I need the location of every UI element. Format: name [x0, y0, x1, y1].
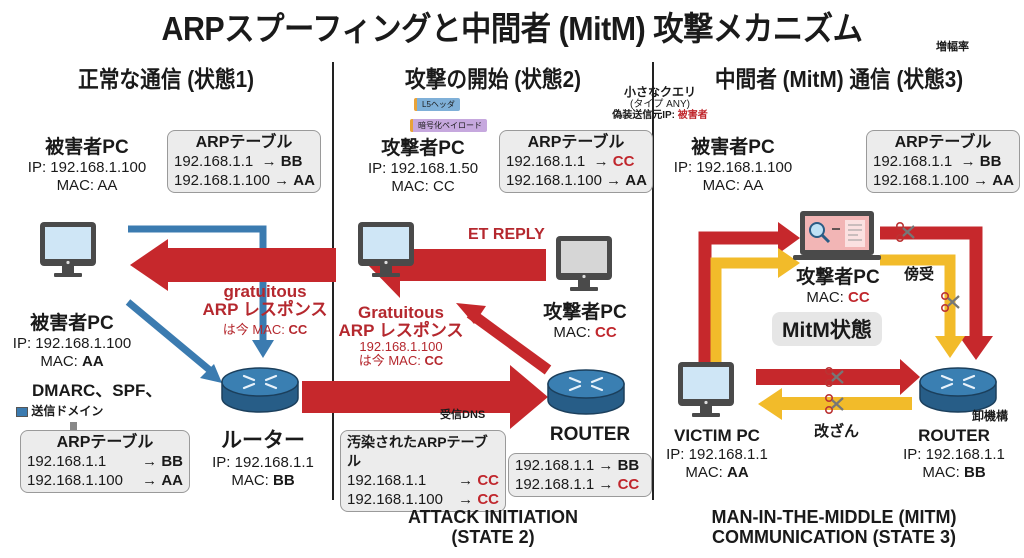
s1-arrow-label: gratuitous ARP レスポンス は今 MAC: CC — [202, 282, 328, 338]
arp-row: 192.168.1.100 → AA — [174, 172, 315, 189]
node-ip: IP: 192.168.1.100 — [27, 159, 147, 176]
s3-victim-info: VICTIM PC IP: 192.168.1.1 MAC: AA — [666, 426, 768, 481]
s3-victim-monitor-icon — [678, 362, 734, 417]
l5-header-tag: L5ヘッダ — [414, 98, 460, 111]
s2-router-title: ROUTER — [549, 424, 631, 445]
s2-arrow-label: Gratuitous ARP レスポンス 192.168.1.100 は今 MA… — [338, 303, 464, 368]
corner-label: 増幅率 — [936, 41, 969, 53]
s2-poisoned-arp-table: 汚染されたARPテーブル 192.168.1.1→ CC 192.168.1.1… — [340, 430, 506, 512]
node-mac: MAC: AA — [56, 177, 118, 194]
s2-attacker-monitor-icon — [556, 236, 612, 291]
s3-flow-arrows — [698, 222, 993, 420]
arp-row: 192.168.1.1 → BB — [174, 153, 303, 170]
s3-attacker-info: 攻撃者PC MAC: CC — [796, 267, 880, 306]
s3-router-info: ROUTER IP: 192.168.1.1 MAC: BB — [903, 426, 1005, 481]
node-title: 被害者PC — [45, 137, 129, 158]
s3-arp-table: ARPテーブル 192.168.1.1 → BB 192.168.1.100 →… — [866, 130, 1020, 193]
s1-victim-monitor-icon — [40, 222, 96, 277]
s1-router-info: ルーター IP: 192.168.1.1 MAC: BB — [212, 429, 314, 489]
s1-red-arrow — [130, 239, 336, 291]
sender-domain-row: 送信ドメイン — [16, 402, 166, 433]
s2-router-icon — [546, 368, 626, 416]
section-heading-2: 攻撃の開始 (状態2) — [405, 66, 581, 92]
s2-attacker-top: 攻撃者PC IP: 192.168.1.50 MAC: CC — [367, 138, 479, 195]
s1-victim-top: 被害者PC IP: 192.168.1.100 MAC: AA — [22, 132, 152, 195]
s2-router-table: 192.168.1.1 → BB 192.168.1.1 → CC — [508, 453, 652, 497]
s1-router-icon — [220, 366, 300, 414]
s1-blue-arrows — [125, 225, 274, 383]
et-reply-label: ET REPLY — [468, 226, 545, 243]
s2-arp-table: ARPテーブル 192.168.1.1 → CC 192.168.1.100 →… — [499, 130, 653, 193]
page-title: ARPスプーフィングと中間者 (MitM) 攻撃メカニズム — [161, 10, 863, 47]
section-heading-3: 中間者 (MitM) 通信 (状態3) — [714, 66, 964, 92]
query-note: 小さなクエリ (タイプ ANY) 偽装送信元IP: 被害者 — [612, 85, 708, 122]
s3-victim-top: 被害者PC IP: 192.168.1.100 MAC: AA — [673, 137, 793, 194]
s3-router-icon — [918, 366, 998, 414]
dmarc-label: DMARC、SPF、 — [32, 381, 163, 400]
window-icon — [16, 406, 28, 417]
server-icon — [70, 421, 77, 432]
s2-red-arrows — [334, 232, 552, 429]
s1-arp-table-bottom: ARPテーブル 192.168.1.1→ BB 192.168.1.100→ A… — [20, 430, 190, 493]
s1-victim-bottom: 被害者PC IP: 192.168.1.100 MAC: AA — [12, 313, 132, 370]
mitm-state-badge: MitM状態 — [772, 312, 882, 346]
encrypted-payload-tag: 暗号化ペイロード — [410, 119, 487, 132]
section-heading-1: 正常な通信 (状態1) — [78, 66, 254, 92]
divider-2 — [652, 62, 654, 500]
s3-attacker-laptop-icon — [793, 211, 881, 260]
s2-attacker-right: 攻撃者PC MAC: CC — [543, 302, 627, 341]
s3-caption: MAN-IN-THE-MIDDLE (MITM) COMMUNICATION (… — [711, 507, 957, 547]
mechanism-label: 卸機構 — [972, 409, 1009, 423]
tamper-label: 改ざん — [814, 423, 860, 440]
received-dns-label: 受信DNS — [440, 409, 486, 421]
s2-caption: ATTACK INITIATION (STATE 2) — [408, 507, 578, 547]
arp-table-header: ARPテーブル — [195, 134, 293, 151]
sniff-label: 傍受 — [904, 266, 935, 283]
s1-arp-table-top: ARPテーブル 192.168.1.1 → BB 192.168.1.100 →… — [167, 130, 321, 193]
